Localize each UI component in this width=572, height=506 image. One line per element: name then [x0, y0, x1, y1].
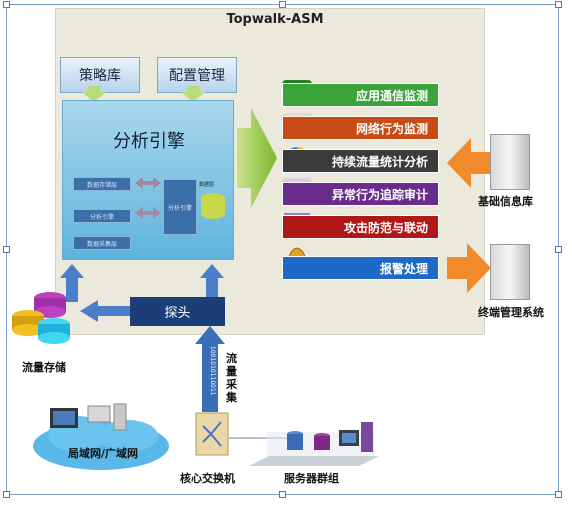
resize-handle-bottom-left[interactable] — [3, 491, 10, 498]
flow-storage-label: 流量存储 — [22, 361, 66, 374]
lan-wan-cloud-icon — [33, 403, 169, 470]
engine-layer-box: 分析引擎 — [73, 209, 131, 223]
core-switch-icon — [195, 412, 229, 456]
down-arrow-icon — [82, 86, 106, 102]
binary-stream: 1001010110011 — [209, 346, 216, 396]
analysis-engine: 分析引擎 数据存储层 分析引擎 数据采集层 分析引擎 数据层 — [62, 100, 234, 260]
terminal-mgmt-arrow — [447, 243, 491, 293]
server-group-link — [229, 422, 379, 466]
resize-handle-bottom[interactable] — [279, 491, 286, 498]
resize-handle-bottom-right[interactable] — [555, 491, 562, 498]
engine-db-label: 数据层 — [199, 182, 215, 188]
engine-layer-box: 数据存储层 — [73, 177, 131, 191]
flow-collect-arrow — [195, 326, 225, 412]
resize-handle-top-left[interactable] — [3, 1, 10, 8]
config-arrows — [82, 86, 205, 102]
core-switch-label: 核心交换机 — [180, 472, 235, 485]
abnormal-behavior-audit: 异常行为追踪审计 — [282, 182, 439, 206]
lan-wan-label: 局域网/广域网 — [68, 447, 139, 460]
database-icon — [201, 193, 225, 219]
diagram-title: Topwalk-ASM — [226, 12, 324, 27]
flow-storage-icon — [12, 292, 70, 344]
probe-to-storage-arrow — [80, 300, 130, 322]
resize-handle-top-right[interactable] — [555, 1, 562, 8]
engine-layer-box: 数据采集层 — [73, 236, 131, 250]
probe-box: 探头 — [130, 297, 225, 326]
base-info-server-icon — [490, 134, 530, 190]
terminal-mgmt-label: 终端管理系统 — [478, 306, 544, 319]
flow-collect-label: 流量采集 — [226, 352, 237, 404]
resize-handle-left[interactable] — [3, 246, 10, 253]
probe-up-arrows — [60, 264, 224, 302]
engine-to-monitors-arrow — [237, 108, 277, 208]
traffic-statistics-analysis: 持续流量统计分析 — [282, 149, 439, 173]
alarm-handling: 报警处理 — [282, 256, 439, 280]
terminal-server-icon — [490, 244, 530, 300]
attack-defense-linkage: 攻击防范与联动 — [282, 215, 439, 239]
server-group-label: 服务器群组 — [284, 472, 339, 485]
engine-internal-arrows — [135, 177, 161, 219]
resize-handle-right[interactable] — [555, 246, 562, 253]
down-arrow-icon — [181, 86, 205, 102]
engine-core-box: 分析引擎 — [163, 179, 197, 235]
base-info-db-label: 基础信息库 — [478, 195, 533, 208]
resize-handle-top[interactable] — [279, 1, 286, 8]
app-communication-monitor: 应用通信监测 — [282, 83, 439, 107]
strategy-library-box: 策略库 — [60, 57, 140, 93]
network-behavior-monitor: 网络行为监测 — [282, 116, 439, 140]
engine-title: 分析引擎 — [113, 131, 185, 152]
base-info-arrow — [447, 138, 491, 188]
